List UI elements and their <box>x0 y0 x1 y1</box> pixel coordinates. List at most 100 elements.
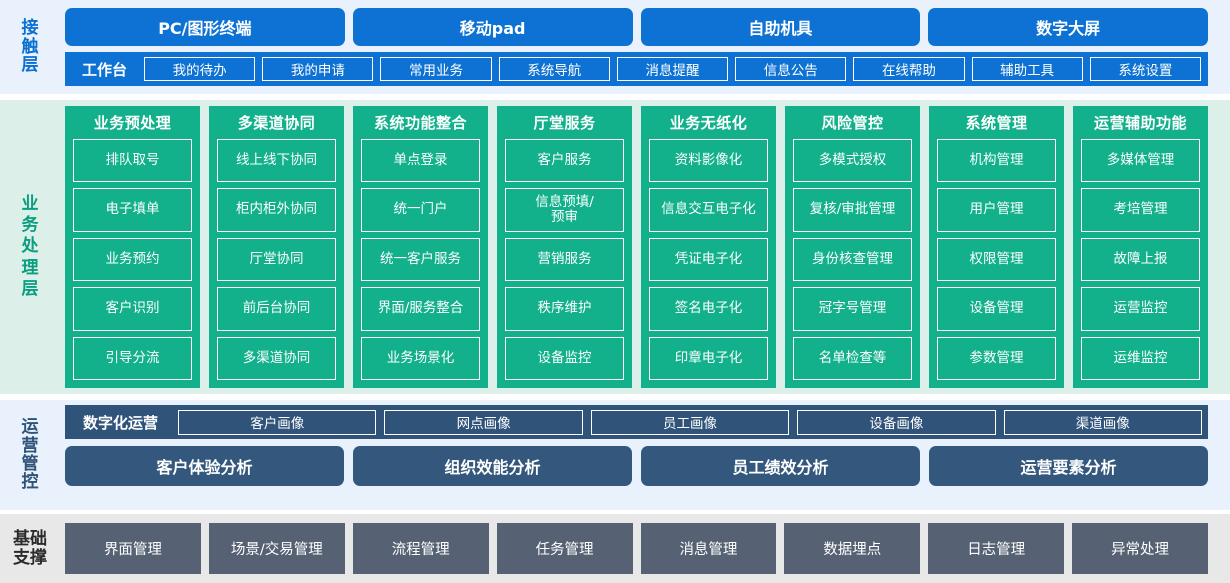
business-item[interactable]: 运营监控 <box>1081 287 1200 331</box>
analysis-card-customer-experience[interactable]: 客户体验分析 <box>65 446 344 486</box>
channel-card-self-service[interactable]: 自助机具 <box>640 8 921 46</box>
digital-operations-bar: 数字化运营 客户画像 网点画像 员工画像 设备画像 渠道画像 <box>65 405 1208 439</box>
band-contact-layer: 接触层 PC/图形终端 移动pad 自助机具 数字大屏 工作台 我的待办 我的申… <box>0 0 1230 94</box>
foundation-item-log-management[interactable]: 日志管理 <box>928 523 1065 574</box>
business-item-list: 单点登录统一门户统一客户服务界面/服务整合业务场景化 <box>361 139 480 381</box>
business-item[interactable]: 客户识别 <box>73 287 192 331</box>
channel-card-mobile-pad[interactable]: 移动pad <box>352 8 633 46</box>
analysis-card-employee-performance[interactable]: 员工绩效分析 <box>641 446 920 486</box>
business-item-list: 机构管理用户管理权限管理设备管理参数管理 <box>937 139 1056 381</box>
business-column: 业务无纸化资料影像化信息交互电子化凭证电子化签名电子化印章电子化 <box>641 106 776 388</box>
business-item[interactable]: 签名电子化 <box>649 287 768 331</box>
business-item[interactable]: 排队取号 <box>73 139 192 183</box>
business-item[interactable]: 信息交互电子化 <box>649 188 768 232</box>
business-item[interactable]: 多渠道协同 <box>217 336 336 381</box>
business-item[interactable]: 电子填单 <box>73 188 192 232</box>
business-item[interactable]: 统一门户 <box>361 188 480 232</box>
workbench-item-common-business[interactable]: 常用业务 <box>380 57 492 81</box>
workbench-item-system-settings[interactable]: 系统设置 <box>1089 57 1201 81</box>
business-item[interactable]: 权限管理 <box>937 237 1056 282</box>
business-item[interactable]: 故障上报 <box>1081 237 1200 282</box>
business-layer-body: 业务预处理排队取号电子填单业务预约客户识别引导分流多渠道协同 线上线下协同柜内柜外… <box>60 100 1230 394</box>
business-item[interactable]: 考培管理 <box>1081 188 1200 232</box>
business-column-title: 业务无纸化 <box>669 114 748 132</box>
workbench-item-system-navigation[interactable]: 系统导航 <box>498 57 610 81</box>
business-item[interactable]: 厅堂协同 <box>217 237 336 282</box>
portrait-chip-employee[interactable]: 员工画像 <box>590 409 790 435</box>
business-column-title: 风险管控 <box>821 114 884 132</box>
foundation-item-exception-handling[interactable]: 异常处理 <box>1072 523 1208 574</box>
business-column-container: 业务预处理排队取号电子填单业务预约客户识别引导分流多渠道协同 线上线下协同柜内柜外… <box>60 100 1230 394</box>
business-item[interactable]: 界面/服务整合 <box>361 287 480 331</box>
foundation-item-message-management[interactable]: 消息管理 <box>640 523 777 574</box>
workbench-item-online-help[interactable]: 在线帮助 <box>853 57 965 81</box>
business-item[interactable]: 营销服务 <box>505 237 624 282</box>
business-item[interactable]: 柜内柜外协同 <box>217 188 336 232</box>
business-item[interactable]: 引导分流 <box>73 336 192 381</box>
business-item[interactable]: 设备管理 <box>937 287 1056 331</box>
business-item[interactable]: 冠字号管理 <box>793 287 912 331</box>
band-label-contact-layer-text: 接触层 <box>21 18 39 76</box>
business-item-list: 多模式授权复核/审批管理身份核查管理冠字号管理名单检查等 <box>793 139 912 381</box>
portrait-chip-customer[interactable]: 客户画像 <box>178 409 377 435</box>
business-item[interactable]: 机构管理 <box>937 139 1056 183</box>
business-column: 风险管控多模式授权复核/审批管理身份核查管理冠字号管理名单检查等 <box>785 106 920 388</box>
operations-wrap: 数字化运营 客户画像 网点画像 员工画像 设备画像 渠道画像 客户体验分析 组织… <box>60 400 1230 490</box>
business-item[interactable]: 名单检查等 <box>793 336 912 381</box>
foundation-row: 界面管理 场景/交易管理 流程管理 任务管理 消息管理 数据埋点 日志管理 异常… <box>60 514 1230 583</box>
business-item[interactable]: 复核/审批管理 <box>793 188 912 232</box>
business-item[interactable]: 单点登录 <box>361 139 480 183</box>
business-item[interactable]: 秩序维护 <box>505 287 624 331</box>
band-label-foundation: 基础支撑 <box>0 514 60 583</box>
business-column-title: 业务预处理 <box>93 114 172 132</box>
business-item[interactable]: 资料影像化 <box>649 139 768 183</box>
business-item[interactable]: 统一客户服务 <box>361 237 480 282</box>
foundation-item-process-management[interactable]: 流程管理 <box>352 523 489 574</box>
foundation-item-ui-management[interactable]: 界面管理 <box>65 523 201 574</box>
foundation-item-scenario-transaction-management[interactable]: 场景/交易管理 <box>208 523 345 574</box>
business-item[interactable]: 业务预约 <box>73 237 192 282</box>
business-item[interactable]: 多模式授权 <box>793 139 912 183</box>
business-item[interactable]: 多媒体管理 <box>1081 139 1200 183</box>
channel-card-row: PC/图形终端 移动pad 自助机具 数字大屏 <box>60 0 1230 46</box>
band-label-business-layer-text: 业务处理层 <box>21 193 39 299</box>
business-item-list: 排队取号电子填单业务预约客户识别引导分流 <box>73 139 192 381</box>
business-item[interactable]: 身份核查管理 <box>793 237 912 282</box>
business-item[interactable]: 用户管理 <box>937 188 1056 232</box>
foundation-item-data-tracking[interactable]: 数据埋点 <box>784 523 921 574</box>
channel-card-pc[interactable]: PC/图形终端 <box>65 8 345 46</box>
business-item[interactable]: 前后台协同 <box>217 287 336 331</box>
portrait-chip-device[interactable]: 设备画像 <box>797 409 996 435</box>
business-item[interactable]: 凭证电子化 <box>649 237 768 282</box>
workbench-item-my-todo[interactable]: 我的待办 <box>144 57 256 81</box>
portrait-chip-branch[interactable]: 网点画像 <box>384 409 583 435</box>
channel-card-digital-screen[interactable]: 数字大屏 <box>928 8 1208 46</box>
business-item[interactable]: 运维监控 <box>1081 336 1200 381</box>
workbench-item-my-application[interactable]: 我的申请 <box>262 57 374 81</box>
band-business-processing-layer: 业务处理层 业务预处理排队取号电子填单业务预约客户识别引导分流多渠道协同 线上线下… <box>0 100 1230 394</box>
workbench-item-message-reminder[interactable]: 消息提醒 <box>616 57 729 81</box>
foundation-item-task-management[interactable]: 任务管理 <box>496 523 633 574</box>
band-label-operations: 运营管控 <box>0 400 60 510</box>
business-column: 多渠道协同线上线下协同柜内柜外协同厅堂协同前后台协同多渠道协同 <box>209 106 344 388</box>
portrait-chip-channel[interactable]: 渠道画像 <box>1003 409 1202 435</box>
business-column-title: 运营辅助功能 <box>1093 114 1187 132</box>
business-item[interactable]: 业务场景化 <box>361 336 480 381</box>
digital-operations-title: 数字化运营 <box>83 413 159 432</box>
business-item[interactable]: 参数管理 <box>937 336 1056 381</box>
workbench-item-announcement[interactable]: 信息公告 <box>735 57 847 81</box>
business-item[interactable]: 信息预填/预审 <box>505 188 624 232</box>
foundation-body: 界面管理 场景/交易管理 流程管理 任务管理 消息管理 数据埋点 日志管理 异常… <box>60 514 1230 583</box>
business-column: 系统管理机构管理用户管理权限管理设备管理参数管理 <box>929 106 1064 388</box>
business-item[interactable]: 客户服务 <box>505 139 624 183</box>
business-column-title: 系统功能整合 <box>373 114 467 132</box>
workbench-item-aux-tools[interactable]: 辅助工具 <box>971 57 1083 81</box>
business-item[interactable]: 设备监控 <box>505 336 624 381</box>
analysis-card-organization-efficiency[interactable]: 组织效能分析 <box>353 446 632 486</box>
business-item[interactable]: 印章电子化 <box>649 336 768 381</box>
contact-layer-body: PC/图形终端 移动pad 自助机具 数字大屏 工作台 我的待办 我的申请 常用… <box>60 0 1230 94</box>
band-label-contact-layer: 接触层 <box>0 0 60 94</box>
business-item[interactable]: 线上线下协同 <box>217 139 336 183</box>
analysis-card-operation-factors[interactable]: 运营要素分析 <box>929 446 1208 486</box>
